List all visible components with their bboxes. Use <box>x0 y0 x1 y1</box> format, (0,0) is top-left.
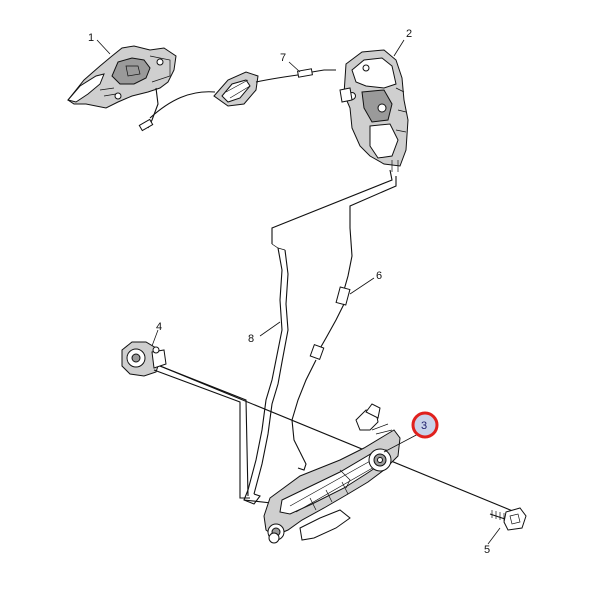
callout-6[interactable]: 6 <box>376 270 382 282</box>
part-5-screw[interactable] <box>489 507 527 531</box>
part-7-cable-clip[interactable] <box>213 68 336 107</box>
callout-5[interactable]: 5 <box>484 544 490 556</box>
callout-8[interactable]: 8 <box>248 333 254 345</box>
leader-lines <box>96 39 501 545</box>
part-4-lock-cylinder[interactable] <box>121 341 521 515</box>
callout-4[interactable]: 4 <box>156 321 162 333</box>
part-6-cable[interactable] <box>291 176 397 471</box>
callout-7[interactable]: 7 <box>280 52 286 64</box>
callout-3[interactable]: 3 <box>421 420 427 432</box>
part-1-inside-handle[interactable] <box>67 45 216 132</box>
part-2-door-latch[interactable] <box>339 49 409 172</box>
selected-callout-highlight[interactable] <box>411 411 439 439</box>
callout-1[interactable]: 1 <box>88 32 94 44</box>
callout-2[interactable]: 2 <box>406 28 412 40</box>
part-3-outside-handle[interactable] <box>263 403 401 544</box>
part-8-cable[interactable] <box>243 169 393 505</box>
